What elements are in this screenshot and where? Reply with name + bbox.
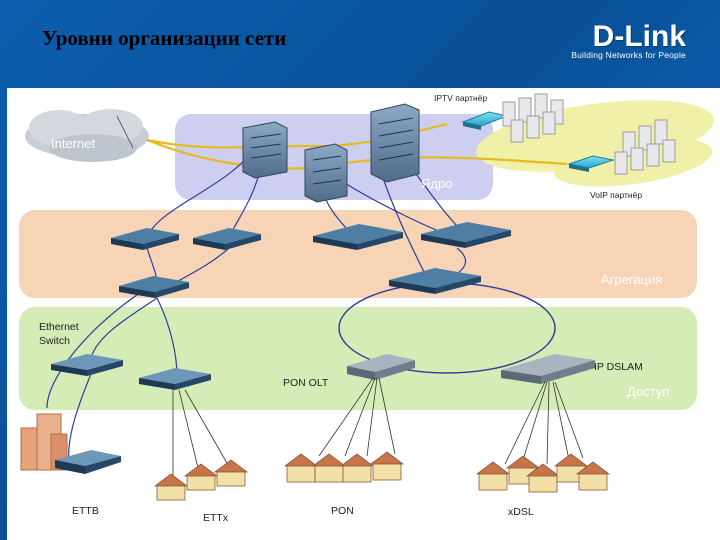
houses-xdsl-icon: [475, 453, 611, 493]
voip-switch-icon: [567, 155, 615, 172]
xdsl-label: xDSL: [508, 506, 534, 518]
internet-cloud-icon: [25, 109, 149, 162]
pon-label: PON: [331, 505, 354, 517]
voip-partner-label: VoIP партнёр: [590, 190, 643, 200]
ettb-label: ETTB: [72, 505, 99, 517]
aggregation-switch-icon: [389, 268, 481, 294]
ettb-switch-icon: [55, 450, 121, 474]
dlink-logo: D-Link Building Networks for People: [571, 20, 686, 60]
ethernet-switch-icon: [51, 354, 123, 376]
iptv-partner-label: IPTV партнёр: [434, 93, 488, 103]
access-layer-label: Доступ: [627, 384, 670, 399]
aggregation-layer: [19, 210, 697, 298]
aggregation-layer-label: Агрегация: [601, 272, 663, 287]
aggregation-switch-icon: [111, 228, 179, 250]
logo-text: D-Link: [592, 20, 686, 53]
houses-pon-icon: [283, 451, 405, 483]
core-router-icon: [242, 121, 288, 179]
page-title: Уровни организации сети: [42, 26, 287, 50]
houses-ettx-icon: [153, 459, 249, 501]
pon-olt-label: PON OLT: [283, 377, 329, 389]
aggregation-switch-icon: [119, 276, 189, 298]
core-router-icon: [304, 143, 348, 203]
logo-tagline: Building Networks for People: [571, 50, 686, 60]
aggregation-switch-icon: [193, 228, 261, 250]
ip-dslam-icon: [501, 354, 595, 384]
voip-servers-icon: [614, 119, 676, 175]
aggregation-switch-icon: [313, 224, 403, 250]
diagram-svg: [19, 93, 714, 501]
iptv-servers-icon: [502, 93, 564, 143]
ettx-label: ETTx: [203, 512, 229, 524]
ethernet-switch-label: Ethernet Switch: [39, 321, 79, 347]
drop-lines: [172, 377, 584, 484]
internet-label: Internet: [51, 136, 96, 151]
core-layer-label: Ядро: [421, 176, 453, 191]
aggregation-switch-icon: [421, 222, 511, 248]
network-diagram: Internet Ядро Агрегация Доступ IPTV парт…: [7, 88, 720, 540]
access-switch-icon: [139, 368, 211, 390]
ip-dslam-label: IP DSLAM: [594, 361, 643, 373]
core-chassis-icon: [370, 103, 420, 183]
pon-olt-icon: [347, 354, 415, 380]
